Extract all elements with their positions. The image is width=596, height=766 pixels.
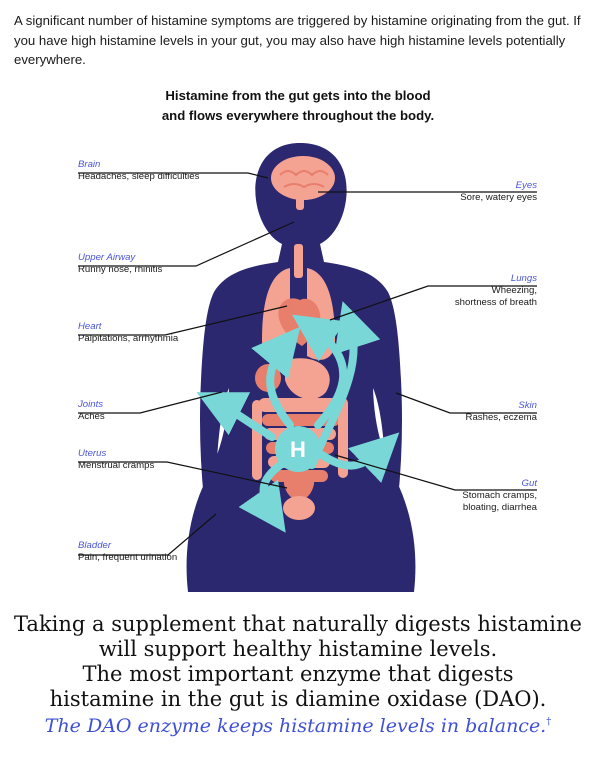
diagram-title: Histamine from the gut gets into the blo…: [0, 86, 596, 125]
dao-tagline-text: The DAO enzyme keeps histamine levels in…: [44, 715, 547, 737]
heart-leader: [78, 305, 288, 336]
callout-region-label: Heart: [78, 321, 102, 332]
callout-symptom-text: bloating, diarrhea: [462, 502, 537, 513]
callout-symptom-text: shortness of breath: [454, 297, 537, 308]
dao-tagline: The DAO enzyme keeps histamine levels in…: [0, 715, 596, 737]
intro-paragraph: A significant number of histamine sympto…: [14, 13, 581, 67]
body-diagram: H: [78, 143, 537, 592]
callout-symptom-text: Sore, watery eyes: [460, 192, 537, 203]
supplement-statement: Taking a supplement that naturally diges…: [0, 612, 596, 712]
upper-airway-leader: [78, 221, 295, 267]
histamine-hub: H: [275, 426, 321, 472]
callout-region-label: Gut: [521, 478, 537, 489]
callout-symptom-text: Rashes, eczema: [465, 412, 537, 423]
uterus-organ: [283, 476, 315, 500]
diagram-title-line-2: and flows everywhere throughout the body…: [161, 107, 435, 123]
callout-symptom-text: Stomach cramps,: [462, 490, 537, 501]
bladder-leader: [78, 513, 217, 556]
bladder-organ: [283, 496, 315, 520]
callout-eyes: Eyes Sore, watery eyes: [460, 180, 537, 204]
dagger-mark: †: [546, 716, 552, 728]
callout-lungs: Lungs Wheezing, shortness of breath: [455, 273, 537, 309]
callout-region-label: Lungs: [510, 273, 537, 284]
callout-region-label: Joints: [78, 399, 104, 410]
supplement-statement-line-2: will support healthy histamine levels.: [98, 637, 498, 661]
callout-symptom-text: Palpitations, arrhythmia: [78, 333, 179, 344]
airway-organ: [294, 244, 303, 278]
diagram-title-line-1: Histamine from the gut gets into the blo…: [165, 88, 431, 103]
uterus-leader: [78, 461, 288, 489]
lungs-leader: [329, 285, 537, 321]
callout-symptom-text: Wheezing,: [491, 285, 537, 296]
callout-brain: Brain Headaches, sleep difficulties: [78, 159, 199, 183]
callout-symptom-text: Aches: [78, 411, 105, 422]
callout-uterus: Uterus Menstrual cramps: [78, 448, 154, 472]
callout-region-label: Uterus: [78, 448, 107, 459]
callout-symptom-text: Headaches, sleep difficulties: [78, 171, 200, 182]
callout-region-label: Eyes: [515, 180, 537, 191]
callout-region-label: Bladder: [78, 540, 112, 551]
gut-leader: [334, 454, 537, 491]
callout-joints: Joints Aches: [78, 399, 105, 423]
supplement-statement-line-3: The most important enzyme that digests: [82, 662, 514, 686]
histamine-hub-label: H: [290, 437, 306, 462]
callout-symptom-text: Menstrual cramps: [78, 460, 155, 471]
callout-heart: Heart Palpitations, arrhythmia: [78, 321, 178, 345]
callout-symptom-text: Runny nose, rhinitis: [78, 264, 163, 275]
callout-region-label: Upper Airway: [78, 252, 136, 263]
callout-gut: Gut Stomach cramps, bloating, diarrhea: [462, 478, 537, 514]
leader-lines: [78, 172, 537, 556]
brain-leader: [78, 172, 269, 179]
callout-upper-airway: Upper Airway Runny nose, rhinitis: [78, 252, 162, 276]
supplement-statement-line-4: histamine in the gut is diamine oxidase …: [49, 687, 547, 711]
callout-skin: Skin Rashes, eczema: [466, 400, 537, 424]
callout-symptom-text: Pain, frequent urination: [78, 552, 178, 563]
supplement-statement-line-1: Taking a supplement that naturally diges…: [14, 612, 582, 636]
callout-region-label: Brain: [78, 159, 101, 170]
callout-region-label: Skin: [518, 400, 537, 411]
joints-leader: [78, 391, 223, 414]
brain-organ: [271, 156, 335, 210]
skin-leader: [395, 392, 537, 414]
callout-bladder: Bladder Pain, frequent urination: [78, 540, 177, 564]
